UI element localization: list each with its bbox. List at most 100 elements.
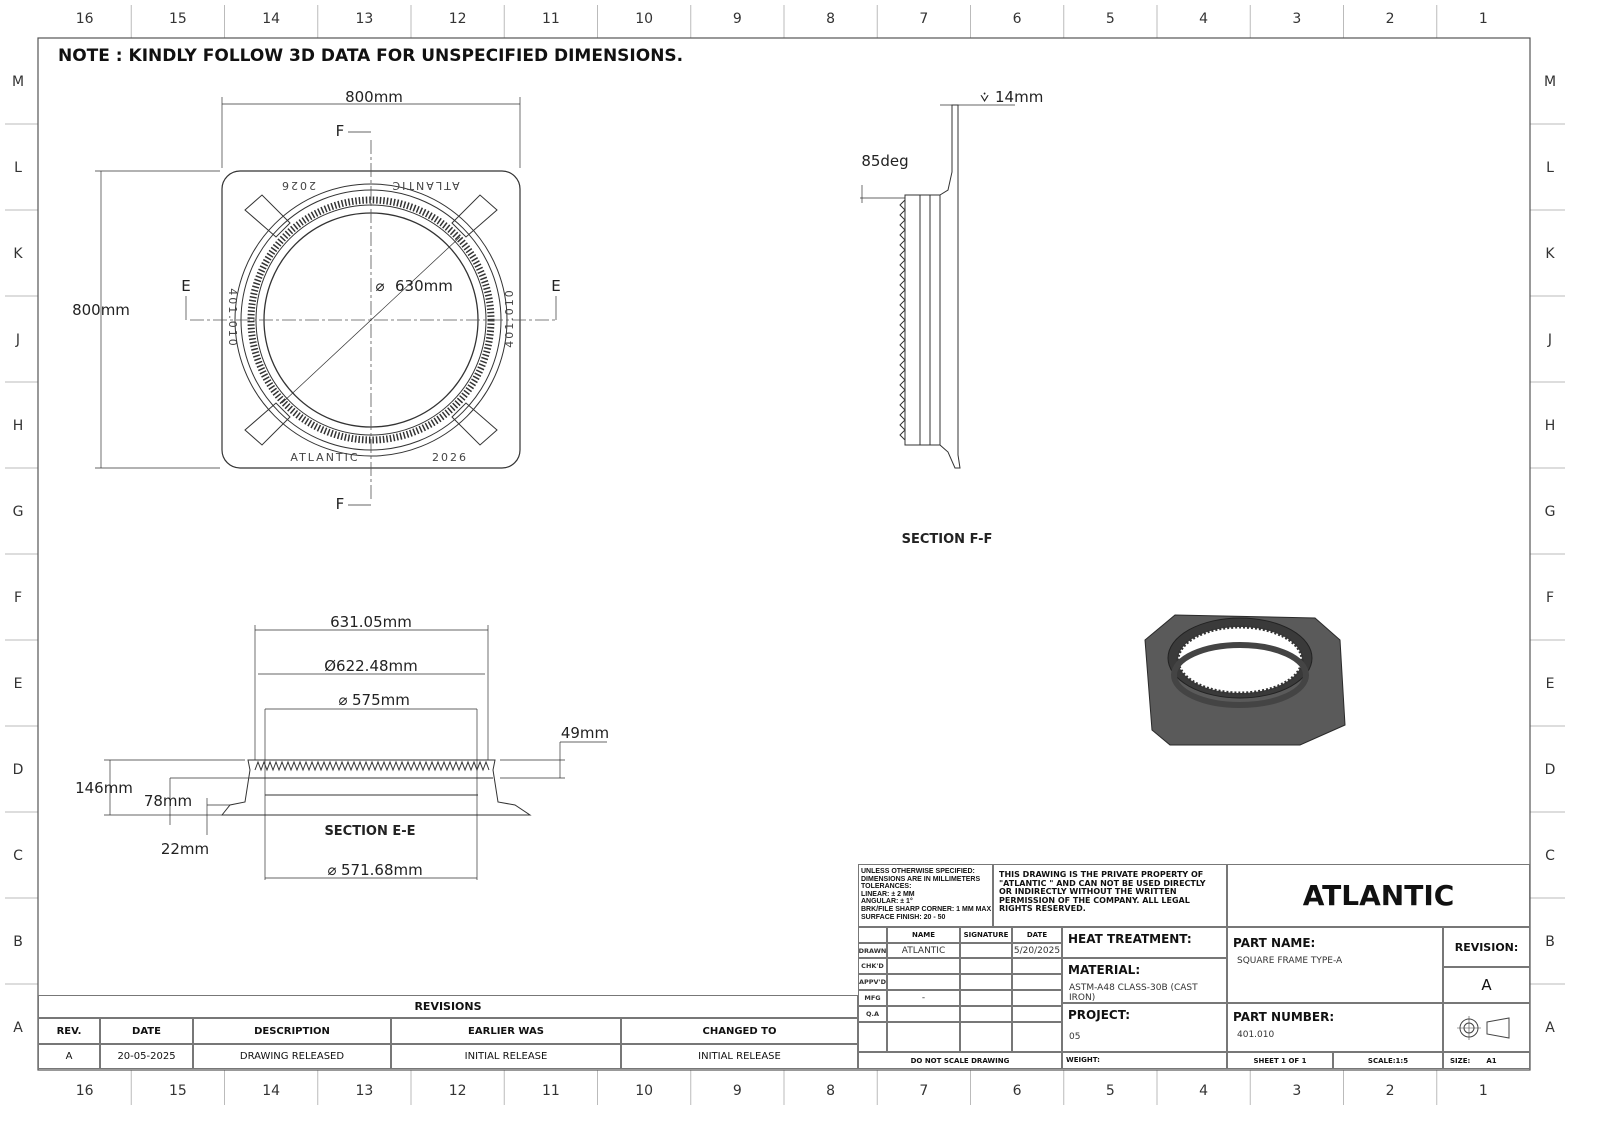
section-ff-view (860, 104, 1015, 469)
part-name-cell: PART NAME: SQUARE FRAME TYPE-A (1227, 927, 1443, 1003)
tolerance-line: BRK/FILE SHARP CORNER: 1 MM MAX (861, 905, 992, 913)
do-not-scale-note: DO NOT SCALE DRAWING (858, 1052, 1062, 1069)
project-label: PROJECT: (1068, 1008, 1131, 1022)
zone-column-label: 9 (733, 11, 742, 27)
zone-column-label: 15 (169, 11, 187, 27)
width-631-dimension: 631.05mm (330, 613, 412, 631)
revision-row-rev: A (38, 1044, 100, 1069)
tolerance-line: UNLESS OTHERWISE SPECIFIED: (861, 868, 975, 875)
diameter-symbol: ⌀ (327, 861, 336, 879)
sign-row-signature (960, 958, 1012, 974)
zone-row-label: A (13, 1020, 23, 1036)
drawing-note: NOTE : KINDLY FOLLOW 3D DATA FOR UNSPECI… (58, 46, 684, 66)
zone-column-label: 10 (635, 1083, 653, 1099)
depth-78-dimension: 78mm (144, 792, 192, 810)
cast-year-top: 2026 (280, 179, 316, 192)
sign-row-name (887, 974, 960, 990)
zone-row-label: E (14, 676, 23, 692)
zone-row-label: J (15, 332, 20, 348)
cast-brand-top: ATLANTIC (390, 179, 459, 192)
date-header: DATE (100, 1018, 193, 1044)
sheet-number: SHEET 1 OF 1 (1227, 1052, 1333, 1069)
weight-label: WEIGHT: (1062, 1052, 1227, 1069)
tolerance-line: SURFACE FINISH: 20 - 50 (861, 913, 946, 921)
zone-row-label: K (13, 246, 23, 262)
top-view (95, 97, 557, 506)
section-e-marker-left: E (181, 277, 190, 295)
base-22-dimension: 22mm (161, 840, 209, 858)
diameter-symbol: ⌀ (375, 277, 384, 295)
depth-symbol: ⩒ (980, 88, 989, 106)
zone-column-label: 7 (919, 11, 928, 27)
diameter-dimension: 630mm (395, 277, 453, 295)
earlier-was-header: EARLIER WAS (391, 1018, 621, 1044)
zone-row-label: K (1545, 246, 1555, 262)
revision-row-description: DRAWING RELEASED (193, 1044, 391, 1069)
sign-row-date (1012, 958, 1062, 974)
size-label: SIZE: (1450, 1056, 1471, 1065)
cast-brand-bottom: ATLANTIC (290, 451, 359, 464)
section-f-marker-bottom: F (336, 495, 345, 513)
dimension-lines (95, 97, 557, 506)
sign-row-date (1012, 974, 1062, 990)
zone-row-label: L (14, 160, 22, 176)
thickness-dimension: 14mm (995, 88, 1043, 106)
sign-row-signature (960, 974, 1012, 990)
section-ee-title: SECTION E-E (324, 824, 415, 839)
tolerance-line: DIMENSIONS ARE IN MILLIMETERS (861, 875, 981, 883)
zone-column-label: 14 (262, 1083, 280, 1099)
project-cell: PROJECT: 05 (1062, 1003, 1227, 1052)
part-number-label: PART NUMBER: (1233, 1010, 1335, 1024)
revision-row-changed: INITIAL RELEASE (621, 1044, 858, 1069)
zone-row-label: H (1545, 418, 1556, 434)
sign-row-role: DRAWN (858, 943, 887, 958)
cast-part-right: 401.010 (503, 288, 516, 348)
isometric-3d-render (1144, 614, 1346, 746)
diameter-622-dimension: Ø622.48mm (324, 657, 418, 675)
part-name-value: SQUARE FRAME TYPE-A (1237, 956, 1343, 966)
drawing-frame (37, 37, 1531, 1071)
ribs (244, 194, 498, 446)
sign-row-date (1012, 1006, 1062, 1022)
section-e-marker-right: E (551, 277, 560, 295)
zone-row-label: G (13, 504, 24, 520)
zone-column-label: 1 (1479, 1083, 1488, 1099)
zone-column-label: 8 (826, 11, 835, 27)
tolerance-line: ANGULAR: ± 1° (861, 898, 913, 906)
section-ee-view (104, 625, 607, 880)
zone-column-label: 9 (733, 1083, 742, 1099)
size-cell: SIZE: A1 (1443, 1052, 1530, 1069)
zone-column-label: 6 (1013, 11, 1022, 27)
cast-part-left: 401.010 (226, 288, 239, 348)
section-ff-title: SECTION F-F (902, 532, 993, 547)
empty-cell (1012, 1022, 1062, 1052)
project-value: 05 (1069, 1032, 1081, 1042)
sign-row-signature (960, 990, 1012, 1006)
zone-column-label: 3 (1292, 1083, 1301, 1099)
zone-row-label: F (14, 590, 22, 606)
sign-row-role: MFG (858, 990, 887, 1006)
material-value: ASTM-A48 CLASS-30B (CAST IRON) (1069, 983, 1198, 1003)
zone-column-label: 11 (542, 1083, 560, 1099)
description-header: DESCRIPTION (193, 1018, 391, 1044)
zone-row-label: B (1545, 934, 1555, 950)
angle-dimension: 85deg (861, 152, 908, 170)
part-number-value: 401.010 (1237, 1030, 1275, 1040)
tolerances-note: UNLESS OTHERWISE SPECIFIED: DIMENSIONS A… (858, 864, 993, 927)
zone-column-label: 10 (635, 11, 653, 27)
empty-cell (858, 1022, 887, 1052)
sign-row-name (887, 1006, 960, 1022)
zone-column-label: 3 (1292, 11, 1301, 27)
sign-row-signature (960, 1006, 1012, 1022)
sign-row-name: ATLANTIC (887, 943, 960, 958)
zone-row-label: M (1544, 74, 1556, 90)
revision-row-date: 20-05-2025 (100, 1044, 193, 1069)
sign-row-name: - (887, 990, 960, 1006)
top-view-labels: 800mm 800mm 630mm ⌀ F F E E ATLANTIC 202… (72, 88, 561, 513)
size-value: A1 (1486, 1056, 1497, 1065)
zone-row-label: B (13, 934, 23, 950)
sign-corner (858, 927, 887, 943)
zone-column-label: 7 (919, 1083, 928, 1099)
zone-row-label: F (1546, 590, 1554, 606)
